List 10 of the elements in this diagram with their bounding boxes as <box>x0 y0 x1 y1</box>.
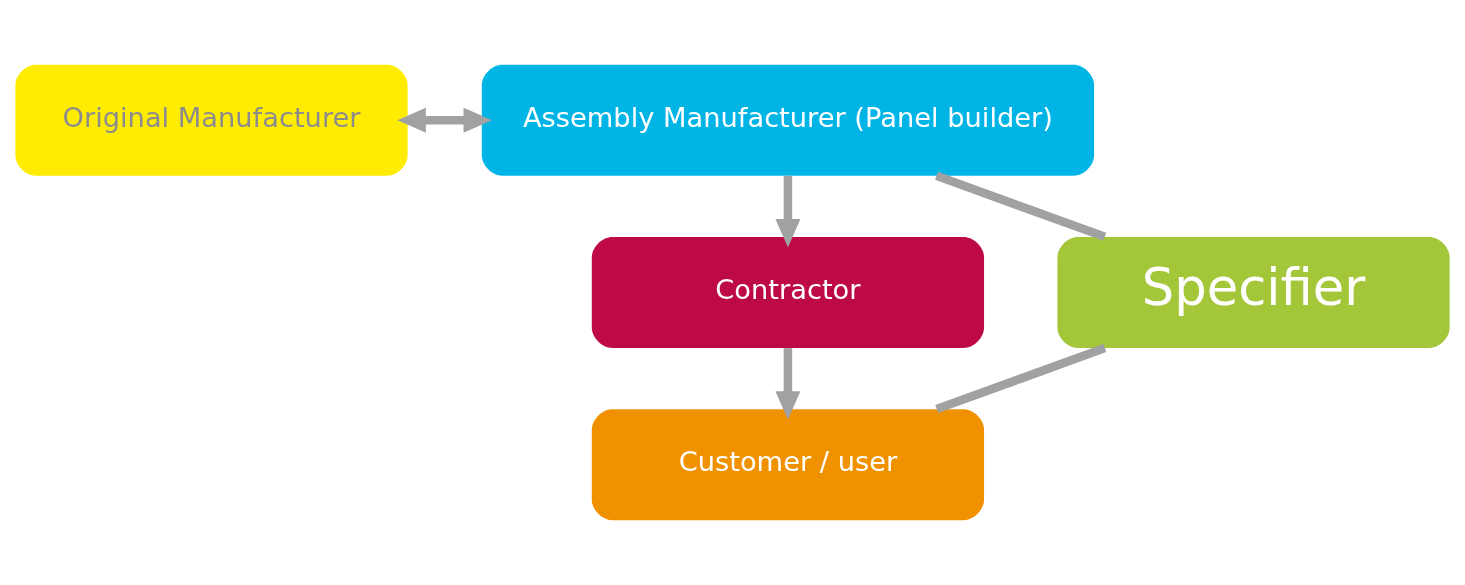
node-box: Assembly Manufacturer (Panel builder) <box>481 64 1095 176</box>
node-box: Customer / user <box>591 409 985 521</box>
node-box: Original Manufacturer <box>15 64 408 176</box>
arrow <box>775 348 801 420</box>
node-box: Contractor <box>591 237 985 348</box>
arrow <box>397 107 493 133</box>
node-box: Specifier <box>1057 237 1450 348</box>
arrow <box>775 175 801 248</box>
connector <box>935 171 1107 241</box>
connector <box>935 344 1107 414</box>
